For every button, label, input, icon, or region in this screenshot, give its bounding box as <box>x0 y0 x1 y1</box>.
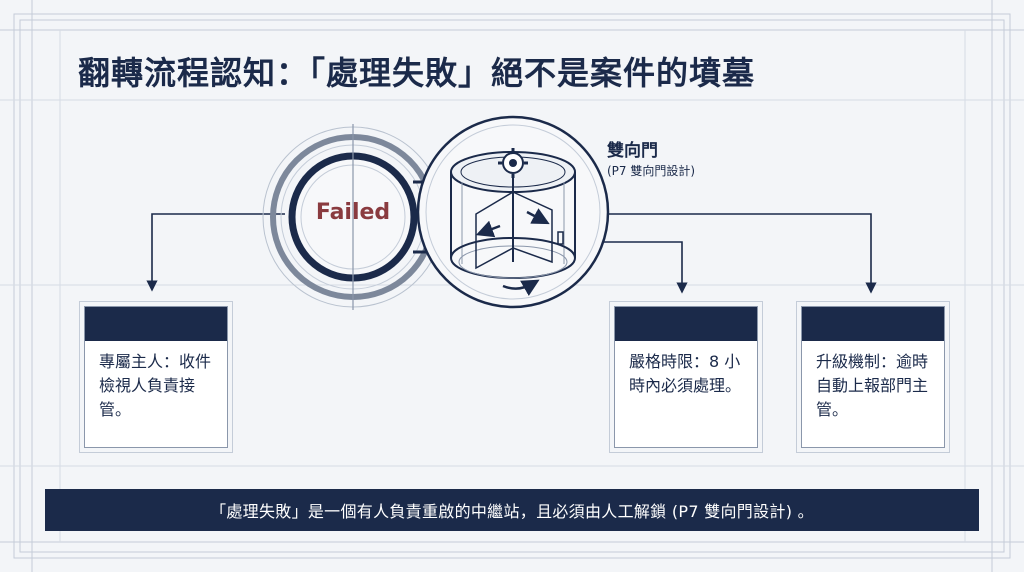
card-escalation: 升級機制：逾時自動上報部門主管。 <box>801 306 945 448</box>
card-header <box>802 307 944 341</box>
card-text: 升級機制：逾時自動上報部門主管。 <box>816 352 929 419</box>
connector-to-card-2 <box>600 241 688 294</box>
door-sublabel: (P7 雙向門設計) <box>607 164 696 178</box>
card-owner: 專屬主人：收件檢視人負責接管。 <box>84 306 228 448</box>
page-title: 翻轉流程認知：「處理失敗」絕不是案件的墳墓 <box>78 54 756 92</box>
card-text: 嚴格時限：8 小時內必須處理。 <box>629 352 742 395</box>
card-header <box>615 307 757 341</box>
revolving-door-illustration <box>416 115 610 309</box>
connector-to-card-1 <box>146 213 285 292</box>
failed-label: Failed <box>315 200 391 225</box>
card-header <box>85 307 227 341</box>
door-label: 雙向門 <box>607 141 658 161</box>
connector-to-card-3 <box>600 213 877 294</box>
footer-banner: 「處理失敗」是一個有人負責重啟的中繼站，且必須由人工解鎖 (P7 雙向門設計) … <box>45 489 979 531</box>
card-deadline: 嚴格時限：8 小時內必須處理。 <box>614 306 758 448</box>
card-text: 專屬主人：收件檢視人負責接管。 <box>99 352 212 419</box>
